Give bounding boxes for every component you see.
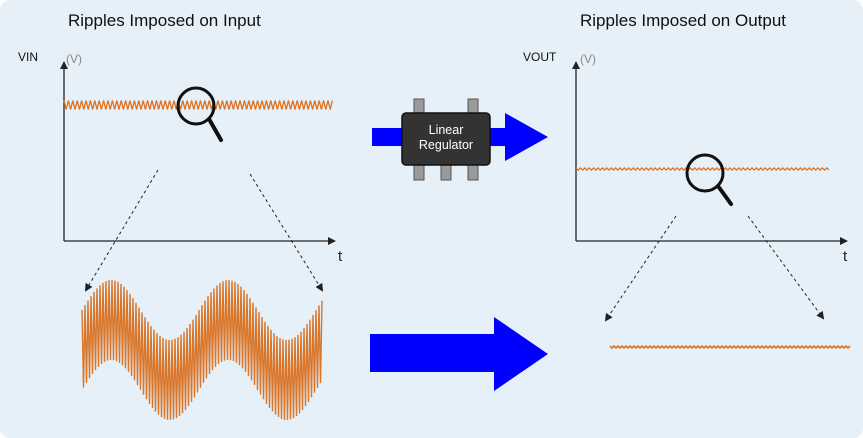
vout-unit-label: (V) bbox=[580, 52, 596, 66]
output-ripple-signal bbox=[575, 167, 830, 171]
regulator-label-line2: Regulator bbox=[418, 138, 474, 152]
right-zoom-arrow-left bbox=[604, 215, 677, 322]
vin-axis-label: VIN bbox=[18, 50, 39, 64]
input-panel-title: Ripples Imposed on Input bbox=[68, 11, 261, 30]
left-zoom-arrow-right bbox=[249, 173, 324, 292]
vin-unit-label: (V) bbox=[66, 52, 82, 66]
left-zoom-arrow-left bbox=[84, 169, 159, 292]
magnifier-icon-input bbox=[176, 86, 223, 142]
right-zoom-arrow-right bbox=[747, 215, 825, 320]
output-panel-title: Ripples Imposed on Output bbox=[580, 11, 787, 30]
input-ripple-signal bbox=[63, 100, 334, 110]
linear-regulator-chip bbox=[401, 98, 491, 181]
output-zoomed-waveform bbox=[609, 344, 851, 350]
input-zoomed-waveform bbox=[81, 279, 323, 421]
right-time-axis-label: t bbox=[843, 248, 848, 265]
vout-axis-label: VOUT bbox=[523, 50, 557, 64]
regulator-label-line1: Linear bbox=[428, 123, 464, 137]
left-time-axis-label: t bbox=[338, 248, 343, 265]
regulator-label: Linear Regulator bbox=[402, 123, 490, 153]
bottom-flow-arrow bbox=[370, 317, 548, 391]
magnifier-icon-output bbox=[685, 153, 733, 206]
